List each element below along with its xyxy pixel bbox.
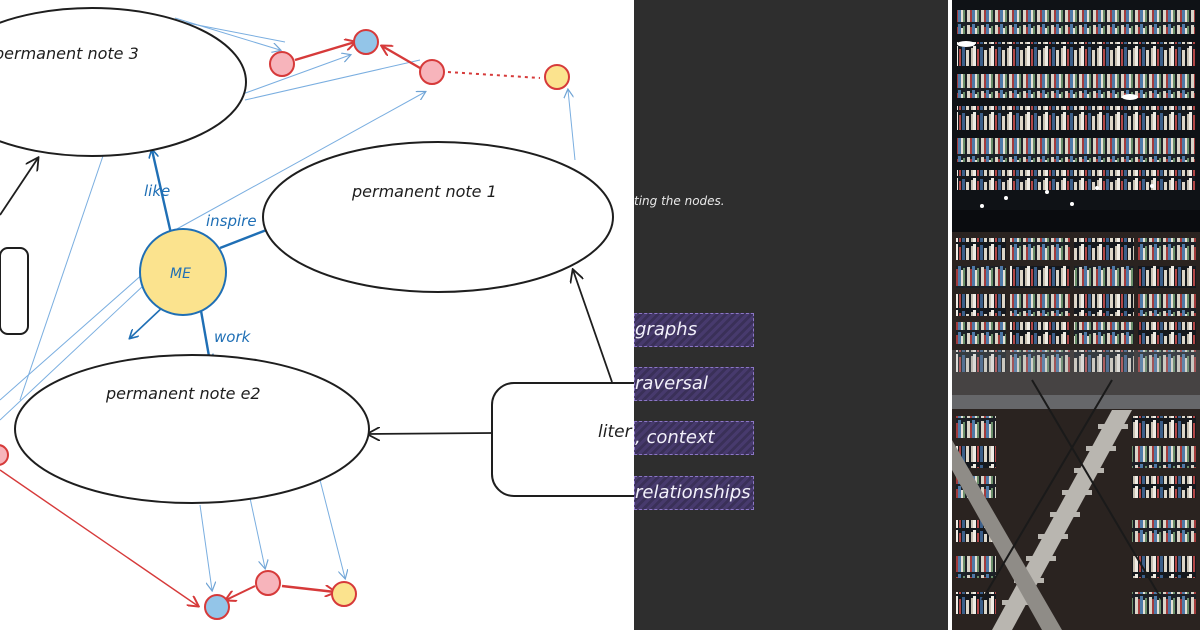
- note-e2-shape[interactable]: [14, 354, 370, 504]
- small-node[interactable]: [419, 59, 445, 85]
- main-bookshelves: [956, 238, 1196, 372]
- panel-divider: [948, 0, 952, 630]
- red-edges: [0, 42, 541, 606]
- ceiling-lights: [957, 41, 1154, 208]
- mezzanine-floor: [952, 395, 1200, 409]
- literature-note-label: liter: [598, 422, 633, 442]
- diagram-panel: permanent note 3 permanent note 1 perman…: [0, 7, 634, 620]
- small-node[interactable]: [269, 51, 295, 77]
- tag-graphs[interactable]: graphs: [634, 313, 754, 347]
- me-node[interactable]: [139, 228, 227, 316]
- library-photo-image: [952, 0, 1200, 630]
- small-node[interactable]: [204, 594, 230, 620]
- me-label: ME: [170, 266, 191, 282]
- black-edges: [0, 158, 613, 434]
- edge-label-work: work: [214, 328, 252, 346]
- note-3-label: permanent note 3: [0, 44, 139, 63]
- tag-relationships[interactable]: relationships: [634, 476, 754, 510]
- note-e2-label: permanent note e2: [105, 384, 261, 403]
- note-1-label: permanent note 1: [351, 182, 497, 201]
- dark-panel: ting the nodes. graphs raversal , contex…: [634, 0, 948, 630]
- me-edges: [130, 150, 282, 362]
- small-node[interactable]: [331, 581, 357, 607]
- tag-traversal[interactable]: raversal: [634, 367, 754, 401]
- staircase: [952, 410, 1132, 630]
- small-node[interactable]: [0, 444, 9, 466]
- small-node[interactable]: [255, 570, 281, 596]
- literature-note-box[interactable]: [491, 382, 634, 497]
- light-edges: [0, 17, 576, 590]
- edge-label-like: like: [144, 182, 170, 200]
- caption-text: ting the nodes.: [634, 194, 725, 208]
- note-1-shape[interactable]: [262, 141, 614, 293]
- library-photo: [952, 0, 1200, 630]
- graph-diagram: permanent note 3 permanent note 1 perman…: [0, 7, 634, 620]
- edge-label-inspire: inspire: [206, 212, 257, 230]
- tag-context[interactable]: , context: [634, 421, 754, 455]
- note-3-shape[interactable]: [0, 7, 247, 157]
- small-node[interactable]: [353, 29, 379, 55]
- small-nodes: [0, 29, 570, 620]
- partial-note-box[interactable]: [0, 247, 29, 335]
- ceiling-shelves: [957, 10, 1195, 190]
- lower-bookshelves: [956, 416, 1196, 614]
- small-node[interactable]: [544, 64, 570, 90]
- glass-railing: [952, 350, 1200, 395]
- stair-railing: [981, 379, 1163, 601]
